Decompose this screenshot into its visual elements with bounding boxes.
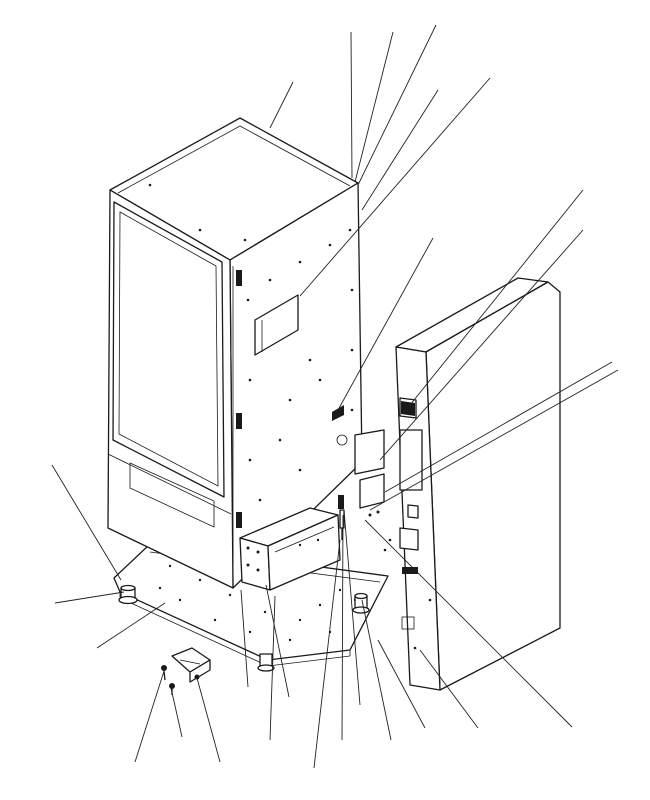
leader-line-5 — [361, 89, 439, 211]
leader-line-17 — [196, 677, 221, 763]
cabinet-front-door — [112, 201, 225, 498]
leader-line-24 — [361, 599, 392, 741]
leader-line-18 — [240, 589, 249, 688]
side-tab — [332, 405, 344, 421]
lower-front-panel — [129, 462, 215, 528]
leader-line-4 — [357, 24, 437, 186]
leveling-foot-front-left — [118, 584, 138, 605]
leader-line-15 — [134, 667, 166, 763]
leader-line-14 — [96, 602, 166, 649]
leader-line-13 — [54, 591, 125, 604]
bill-acceptor-slot — [402, 567, 418, 574]
foot-mounting-bracket — [171, 647, 211, 683]
leader-line-22 — [341, 514, 344, 741]
coin-insert-slot — [407, 504, 419, 519]
leader-line-7 — [337, 237, 434, 411]
leader-line-19 — [265, 584, 290, 698]
leader-line-16 — [170, 687, 183, 738]
door-hinge-plate — [354, 429, 385, 475]
hinge-middle — [236, 413, 242, 429]
coin-panel-window — [399, 429, 423, 491]
leader-line-20 — [269, 595, 276, 741]
side-cable-hole — [336, 434, 348, 446]
control-box — [239, 507, 341, 591]
coin-mechanism-door — [354, 277, 561, 691]
leader-line-2 — [350, 31, 353, 179]
leader-line-11 — [369, 369, 619, 511]
leader-line-23 — [343, 509, 361, 706]
leader-line-8 — [409, 189, 584, 406]
leader-line-3 — [354, 31, 394, 183]
center-fastener-stack — [338, 495, 345, 540]
leader-line-1 — [269, 81, 294, 129]
leveling-foot-rear-right — [352, 592, 370, 614]
leader-line-12 — [51, 464, 122, 581]
hinge-top — [236, 270, 242, 286]
side-mounting-bracket — [254, 294, 299, 356]
screw-fastener — [161, 665, 200, 695]
leader-line-6 — [299, 77, 491, 297]
hinge-bottom — [236, 512, 242, 528]
coin-return-button — [399, 527, 419, 551]
leader-line-9 — [379, 229, 584, 461]
leader-line-27 — [364, 519, 573, 728]
callout-leader-lines — [51, 24, 619, 769]
leader-line-26 — [419, 649, 479, 729]
leader-line-21 — [313, 539, 341, 769]
cabinet-body — [107, 117, 363, 589]
leader-line-10 — [384, 361, 613, 493]
leveling-foot-front-right — [257, 653, 275, 672]
key-lock — [401, 616, 415, 630]
leader-line-25 — [377, 639, 426, 729]
